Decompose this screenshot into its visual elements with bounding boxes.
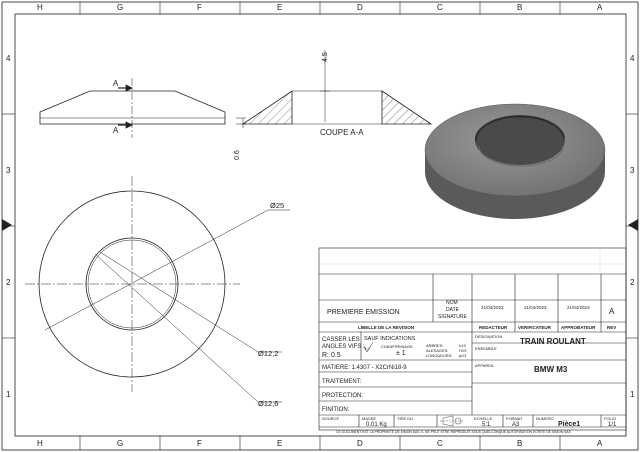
revision-description: PREMIERE EMISSION xyxy=(327,309,400,316)
label-tire-du: TIRE DU xyxy=(397,416,413,421)
folio-value: 1/1 xyxy=(608,422,617,428)
header-date: DATE xyxy=(446,307,460,313)
zone-column-H-top: H xyxy=(37,3,43,12)
chanfreinage-value: ± 1 xyxy=(396,350,406,357)
format-value: A3 xyxy=(512,422,520,428)
roughness-symbol xyxy=(363,341,374,353)
header-signature: SIGNATURE xyxy=(438,314,467,320)
tol-h13: h13 xyxy=(459,343,466,348)
tol-arbres: ARBRES: xyxy=(426,343,444,348)
radius-value: R: 0.5 xyxy=(322,352,341,359)
numero-value: Pièce1 xyxy=(558,421,580,428)
zone-column-B-top: B xyxy=(517,3,522,12)
label-ensemble: ENSEMBLE xyxy=(475,346,497,351)
top-view xyxy=(25,176,290,403)
zone-row-1-left: 1 xyxy=(6,390,11,399)
header-nom: NOM xyxy=(446,300,458,306)
finition: FINITION: xyxy=(322,407,350,413)
zone-row-2-left: 2 xyxy=(6,278,11,287)
zone-column-D-top: D xyxy=(357,3,363,12)
label-approbateur: APPROBATEUR xyxy=(561,325,596,330)
zone-column-C-bottom: C xyxy=(437,439,443,448)
casser-les: CASSER LES xyxy=(322,337,360,343)
center-mark-left xyxy=(2,219,12,231)
treatment: TRAITEMENT: xyxy=(322,379,362,385)
zone-column-E-bottom: E xyxy=(277,439,282,448)
roughness-value: 3.2 xyxy=(364,346,370,351)
zone-row-4-left: 4 xyxy=(6,54,11,63)
date-approbateur: 21/04/2023 xyxy=(567,305,590,310)
section-label: COUPE A-A xyxy=(320,128,364,137)
projection-symbol xyxy=(440,415,463,427)
material: MATIERE: 1.4307 - X2CrNi18-9 xyxy=(322,365,407,371)
label-numero: NUMERO xyxy=(536,416,554,421)
dim-inner-bottom: Ø12,6 xyxy=(258,399,278,408)
zone-row-3-right: 3 xyxy=(630,166,635,175)
dim-height: 4.5 xyxy=(322,52,329,62)
label-source: SOURCE xyxy=(322,416,339,421)
label-designation: DESIGNATION xyxy=(475,334,502,339)
ownership-footer: CE DOCUMENT EST LA PROPRIETE DE SIMON SA… xyxy=(336,430,572,434)
center-mark-right xyxy=(628,219,638,231)
label-masse: MASSE xyxy=(362,416,376,421)
zone-column-A-top: A xyxy=(597,3,603,12)
label-appareil: APPAREIL xyxy=(475,363,495,368)
masse-value: 0.01 Kg xyxy=(366,422,387,428)
label-folio: FOLIO xyxy=(604,416,616,421)
dim-thickness: 0.6 xyxy=(234,150,241,160)
zone-column-G-top: G xyxy=(117,3,123,12)
zone-row-1-right: 1 xyxy=(630,390,635,399)
side-view xyxy=(39,78,226,138)
title-block xyxy=(318,247,627,431)
tol-alesages: ALESAGES: xyxy=(426,348,448,353)
angles-vifs: ANGLES VIFS : xyxy=(322,344,365,350)
zone-row-2-right: 2 xyxy=(630,278,635,287)
zone-row-4-right: 4 xyxy=(630,54,635,63)
dim-outer-diameter: Ø25 xyxy=(270,201,284,210)
echelle-value: 5:1 xyxy=(482,422,491,428)
zone-column-F-top: F xyxy=(197,3,202,12)
isometric-render xyxy=(424,103,606,219)
dim-inner-top: Ø12,2 xyxy=(258,349,278,358)
zone-column-H-bottom: H xyxy=(37,439,43,448)
tol-js13: js13 xyxy=(458,353,467,358)
zone-column-G-bottom: G xyxy=(117,439,123,448)
section-marker-top: A xyxy=(113,79,119,88)
zone-row-3-left: 3 xyxy=(6,166,11,175)
label-libelle: LIBELLE DE LA REVISION xyxy=(358,325,414,330)
zone-column-B-bottom: B xyxy=(517,439,522,448)
label-verificateur: VERIFICATEUR xyxy=(518,325,552,330)
revision-letter: A xyxy=(609,307,615,316)
chanfreinage-label: CHANFREINAGE xyxy=(381,344,413,349)
zone-column-A-bottom: A xyxy=(597,439,603,448)
zone-column-F-bottom: F xyxy=(197,439,202,448)
section-view xyxy=(236,50,433,128)
date-verificateur: 21/04/2023 xyxy=(524,305,547,310)
tol-H13: H13 xyxy=(459,348,467,353)
zone-column-C-top: C xyxy=(437,3,443,12)
section-marker-bottom: A xyxy=(113,126,119,135)
designation-value: TRAIN ROULANT xyxy=(520,337,586,346)
zone-column-D-bottom: D xyxy=(357,439,363,448)
sauf-indications: SAUF INDICATIONS xyxy=(364,336,416,342)
label-rev: REV xyxy=(607,325,616,330)
date-redacteur: 21/04/2023 xyxy=(481,305,504,310)
label-echelle: ECHELLE xyxy=(474,416,493,421)
zone-column-E-top: E xyxy=(277,3,282,12)
label-format: FORMAT xyxy=(506,416,523,421)
appareil-value: BMW M3 xyxy=(534,365,568,374)
label-redacteur: REDACTEUR xyxy=(479,325,508,330)
protection: PROTECTION: xyxy=(322,393,363,399)
tol-longueurs: LONGUEURS: xyxy=(426,353,452,358)
